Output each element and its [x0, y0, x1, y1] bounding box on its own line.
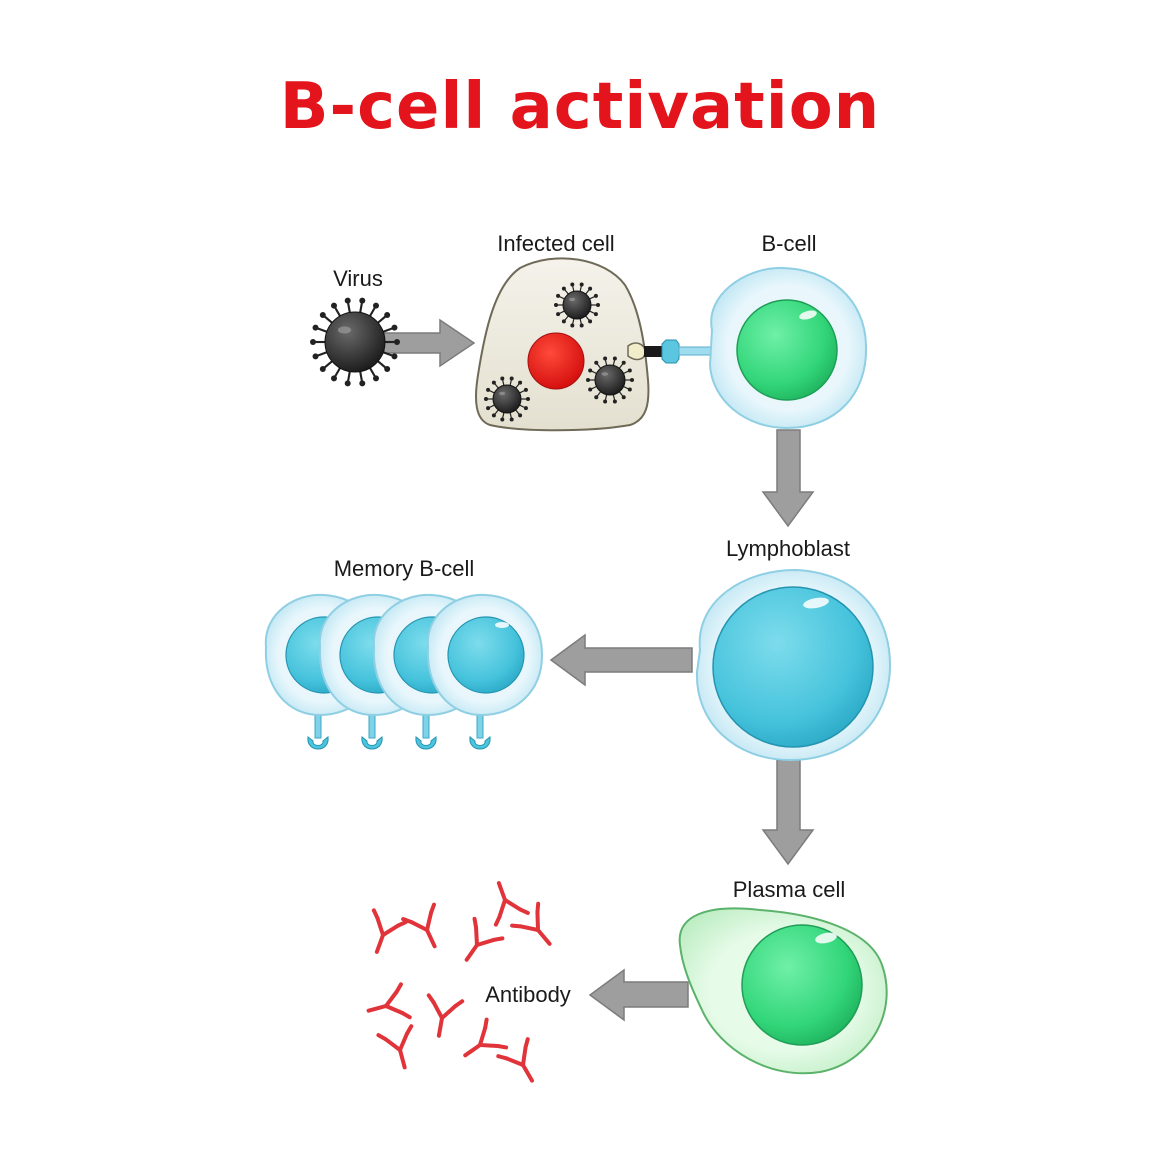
label-b-cell: B-cell	[761, 231, 817, 256]
antibody	[426, 993, 465, 1038]
arrow-bcell-to-lymphoblast	[761, 429, 815, 528]
antibody-cluster	[366, 881, 552, 1083]
label-virus: Virus	[333, 266, 383, 291]
arrow-lymphoblast-to-memory	[549, 633, 693, 687]
antibody	[496, 1037, 534, 1083]
antibody	[493, 881, 530, 927]
lymphoblast	[695, 568, 892, 762]
label-antibody: Antibody	[485, 982, 571, 1007]
virus-particle	[310, 297, 400, 387]
antibody	[401, 902, 437, 949]
antibody	[376, 1024, 414, 1070]
label-lymphoblast: Lymphoblast	[726, 536, 850, 561]
arrow-virus-to-infected	[383, 318, 476, 368]
plasma-cell	[678, 907, 888, 1075]
b-cell	[708, 266, 868, 430]
antibody	[371, 908, 408, 954]
label-memory-b-cell: Memory B-cell	[333, 556, 475, 581]
diagram-title: B-cell activation	[279, 70, 881, 144]
memory-b-cell	[426, 593, 544, 750]
antibody	[463, 1017, 509, 1058]
infected-cell	[475, 257, 716, 432]
antibody	[464, 916, 505, 962]
antibody	[366, 982, 412, 1020]
label-plasma-cell: Plasma cell	[732, 877, 846, 902]
arrow-lymphoblast-to-plasma	[761, 759, 815, 866]
internal-virus	[554, 282, 600, 328]
internal-virus	[484, 376, 530, 422]
arrow-plasma-to-antibody	[588, 968, 689, 1022]
antibody	[510, 901, 552, 946]
memory-b-cell-group	[264, 593, 544, 750]
internal-virus	[586, 356, 634, 404]
label-infected-cell: Infected cell	[497, 231, 615, 256]
